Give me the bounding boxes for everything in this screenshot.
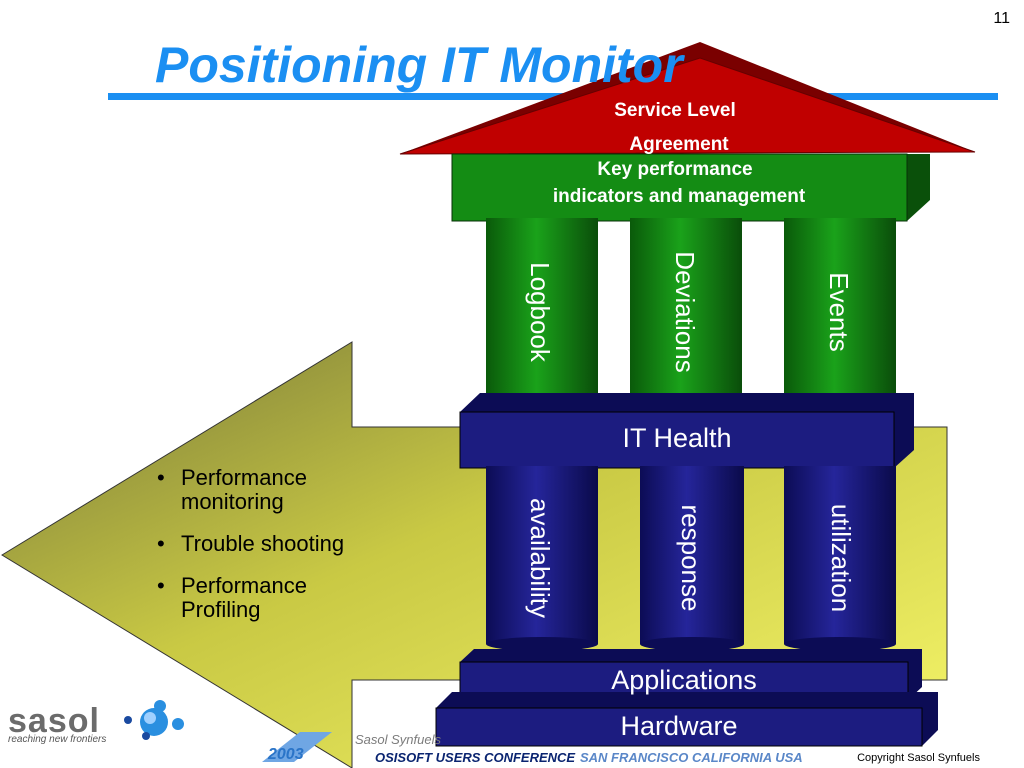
kpi-block <box>451 153 930 222</box>
pillar-label-response: response <box>676 505 706 612</box>
upper-pillar-logbook <box>486 218 598 411</box>
hardware-label: Hardware <box>620 711 737 741</box>
pillar-label-events: Events <box>824 272 854 352</box>
conference-place: SAN FRANCISCO CALIFORNIA USA <box>580 750 803 765</box>
bullet-list: Performance monitoring Trouble shooting … <box>155 466 371 640</box>
bullet-item: Performance Profiling <box>155 574 371 622</box>
copyright: Copyright Sasol Synfuels <box>857 752 980 764</box>
pillar-label-deviations: Deviations <box>670 251 700 372</box>
footer-company: Sasol Synfuels <box>355 732 441 747</box>
sasol-tagline: reaching new frontiers <box>8 734 107 745</box>
it-health-label: IT Health <box>622 423 731 453</box>
bullet-item: Trouble shooting <box>155 532 371 557</box>
lower-pillar-utilization <box>784 466 896 651</box>
bullet-item: Performance monitoring <box>155 466 371 514</box>
page-number: 11 <box>993 10 1010 27</box>
sasol-bubbles-icon <box>124 700 184 740</box>
kpi-line-2: indicators and management <box>553 186 806 207</box>
lower-pillar-availability <box>486 466 598 651</box>
sasol-logo-text: sasol <box>8 702 100 740</box>
conference-name: OSISOFT USERS CONFERENCE <box>375 750 576 765</box>
applications-label: Applications <box>611 665 757 695</box>
pillar-label-availability: availability <box>525 498 555 618</box>
it-health-slab <box>459 393 914 469</box>
lower-pillar-response <box>640 466 744 651</box>
conference-logo-swoosh <box>262 732 332 762</box>
pillar-label-utilization: utilization <box>826 504 856 612</box>
roof <box>399 42 976 155</box>
kpi-line-1: Key performance <box>597 159 752 180</box>
hardware-slab <box>435 692 938 747</box>
slide-title: Positioning IT Monitor <box>155 37 683 93</box>
title-underline <box>108 93 998 100</box>
pillar-label-logbook: Logbook <box>525 262 555 363</box>
roof-line-1: Service Level <box>614 100 735 121</box>
conference-year: 2003 <box>268 746 304 763</box>
roof-line-2: Agreement <box>629 134 729 155</box>
